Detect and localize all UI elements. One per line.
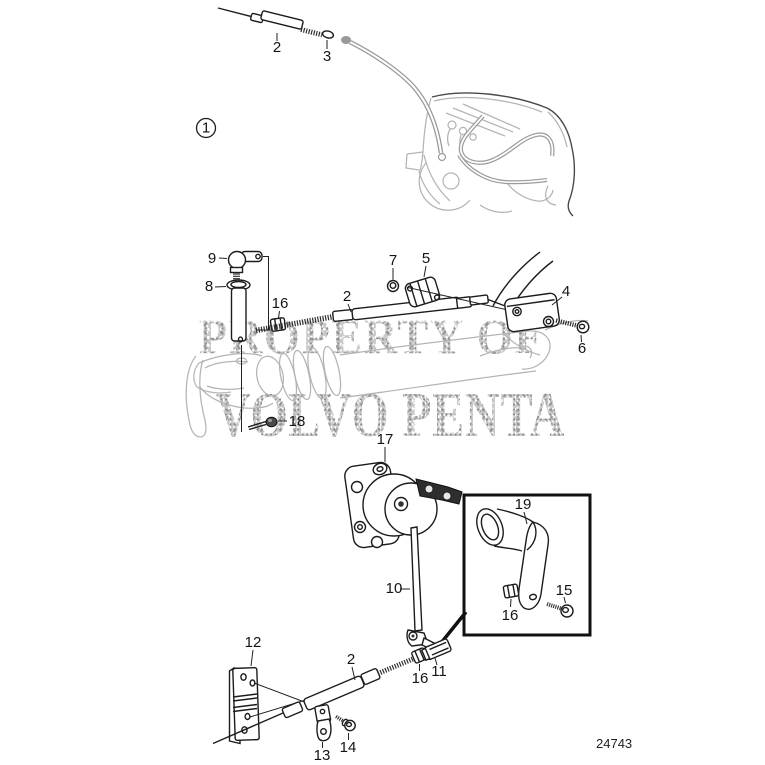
bolt-6: 6: [555, 318, 590, 357]
callout-2-top: 2: [273, 39, 281, 56]
clevis-11: 11: [420, 638, 452, 680]
clamp-block-4: 4: [504, 283, 570, 333]
throttle-cable-top: 2: [217, 7, 323, 56]
callout-14: 14: [340, 739, 357, 756]
lever-19: 19: [476, 496, 550, 610]
drawing-number: 24743: [596, 736, 633, 751]
clamp-13: 13: [314, 704, 332, 764]
detail-inset-box: 19 16 15: [439, 493, 592, 645]
nut-16-mid: 16: [269, 295, 289, 332]
ring-3: 3: [321, 30, 335, 65]
actuator-17: 17: [344, 431, 463, 549]
callout-8: 8: [205, 278, 213, 295]
callout-5: 5: [422, 250, 430, 267]
callout-11: 11: [431, 663, 447, 680]
control-cable-bottom: 2: [212, 651, 415, 745]
callout-9: 9: [208, 250, 216, 267]
cotter-pin-18: 18: [247, 413, 306, 431]
callout-18: 18: [289, 413, 306, 430]
view-marker-number: 1: [202, 120, 210, 137]
screw-15: 15: [546, 582, 574, 618]
callout-16-bottom: 16: [412, 670, 429, 687]
callout-7: 7: [389, 252, 397, 269]
callout-13: 13: [314, 747, 331, 764]
callout-3: 3: [323, 48, 331, 65]
callout-10: 10: [386, 580, 403, 597]
link-rod-10: 10: [386, 526, 437, 651]
watermark-line2: VOLVO PENTA: [216, 378, 566, 452]
callout-16-inset: 16: [502, 607, 519, 624]
callout-16-mid: 16: [272, 295, 289, 312]
callout-15: 15: [556, 582, 573, 599]
callout-6: 6: [578, 340, 586, 357]
actuator-ghost: [185, 319, 589, 438]
callout-19: 19: [515, 496, 532, 513]
clamp-bracket-5: 5: [404, 250, 551, 320]
screw-14: 14: [335, 715, 357, 756]
screw-7: 7: [386, 252, 400, 293]
steering-tube-ghost: [341, 36, 447, 162]
callout-2-bottom: 2: [347, 651, 355, 668]
mounting-plate-12: 12: [228, 634, 324, 745]
callout-2-mid: 2: [343, 288, 351, 305]
pin-8: 8: [205, 278, 251, 432]
ball-joint-9: 9: [208, 250, 269, 331]
view-marker: 1: [195, 117, 217, 139]
callout-12: 12: [245, 634, 262, 651]
engine-ghost: [341, 36, 576, 217]
callout-17: 17: [377, 431, 394, 448]
callout-4: 4: [562, 283, 570, 300]
nut-16-inset: 16: [502, 583, 520, 624]
